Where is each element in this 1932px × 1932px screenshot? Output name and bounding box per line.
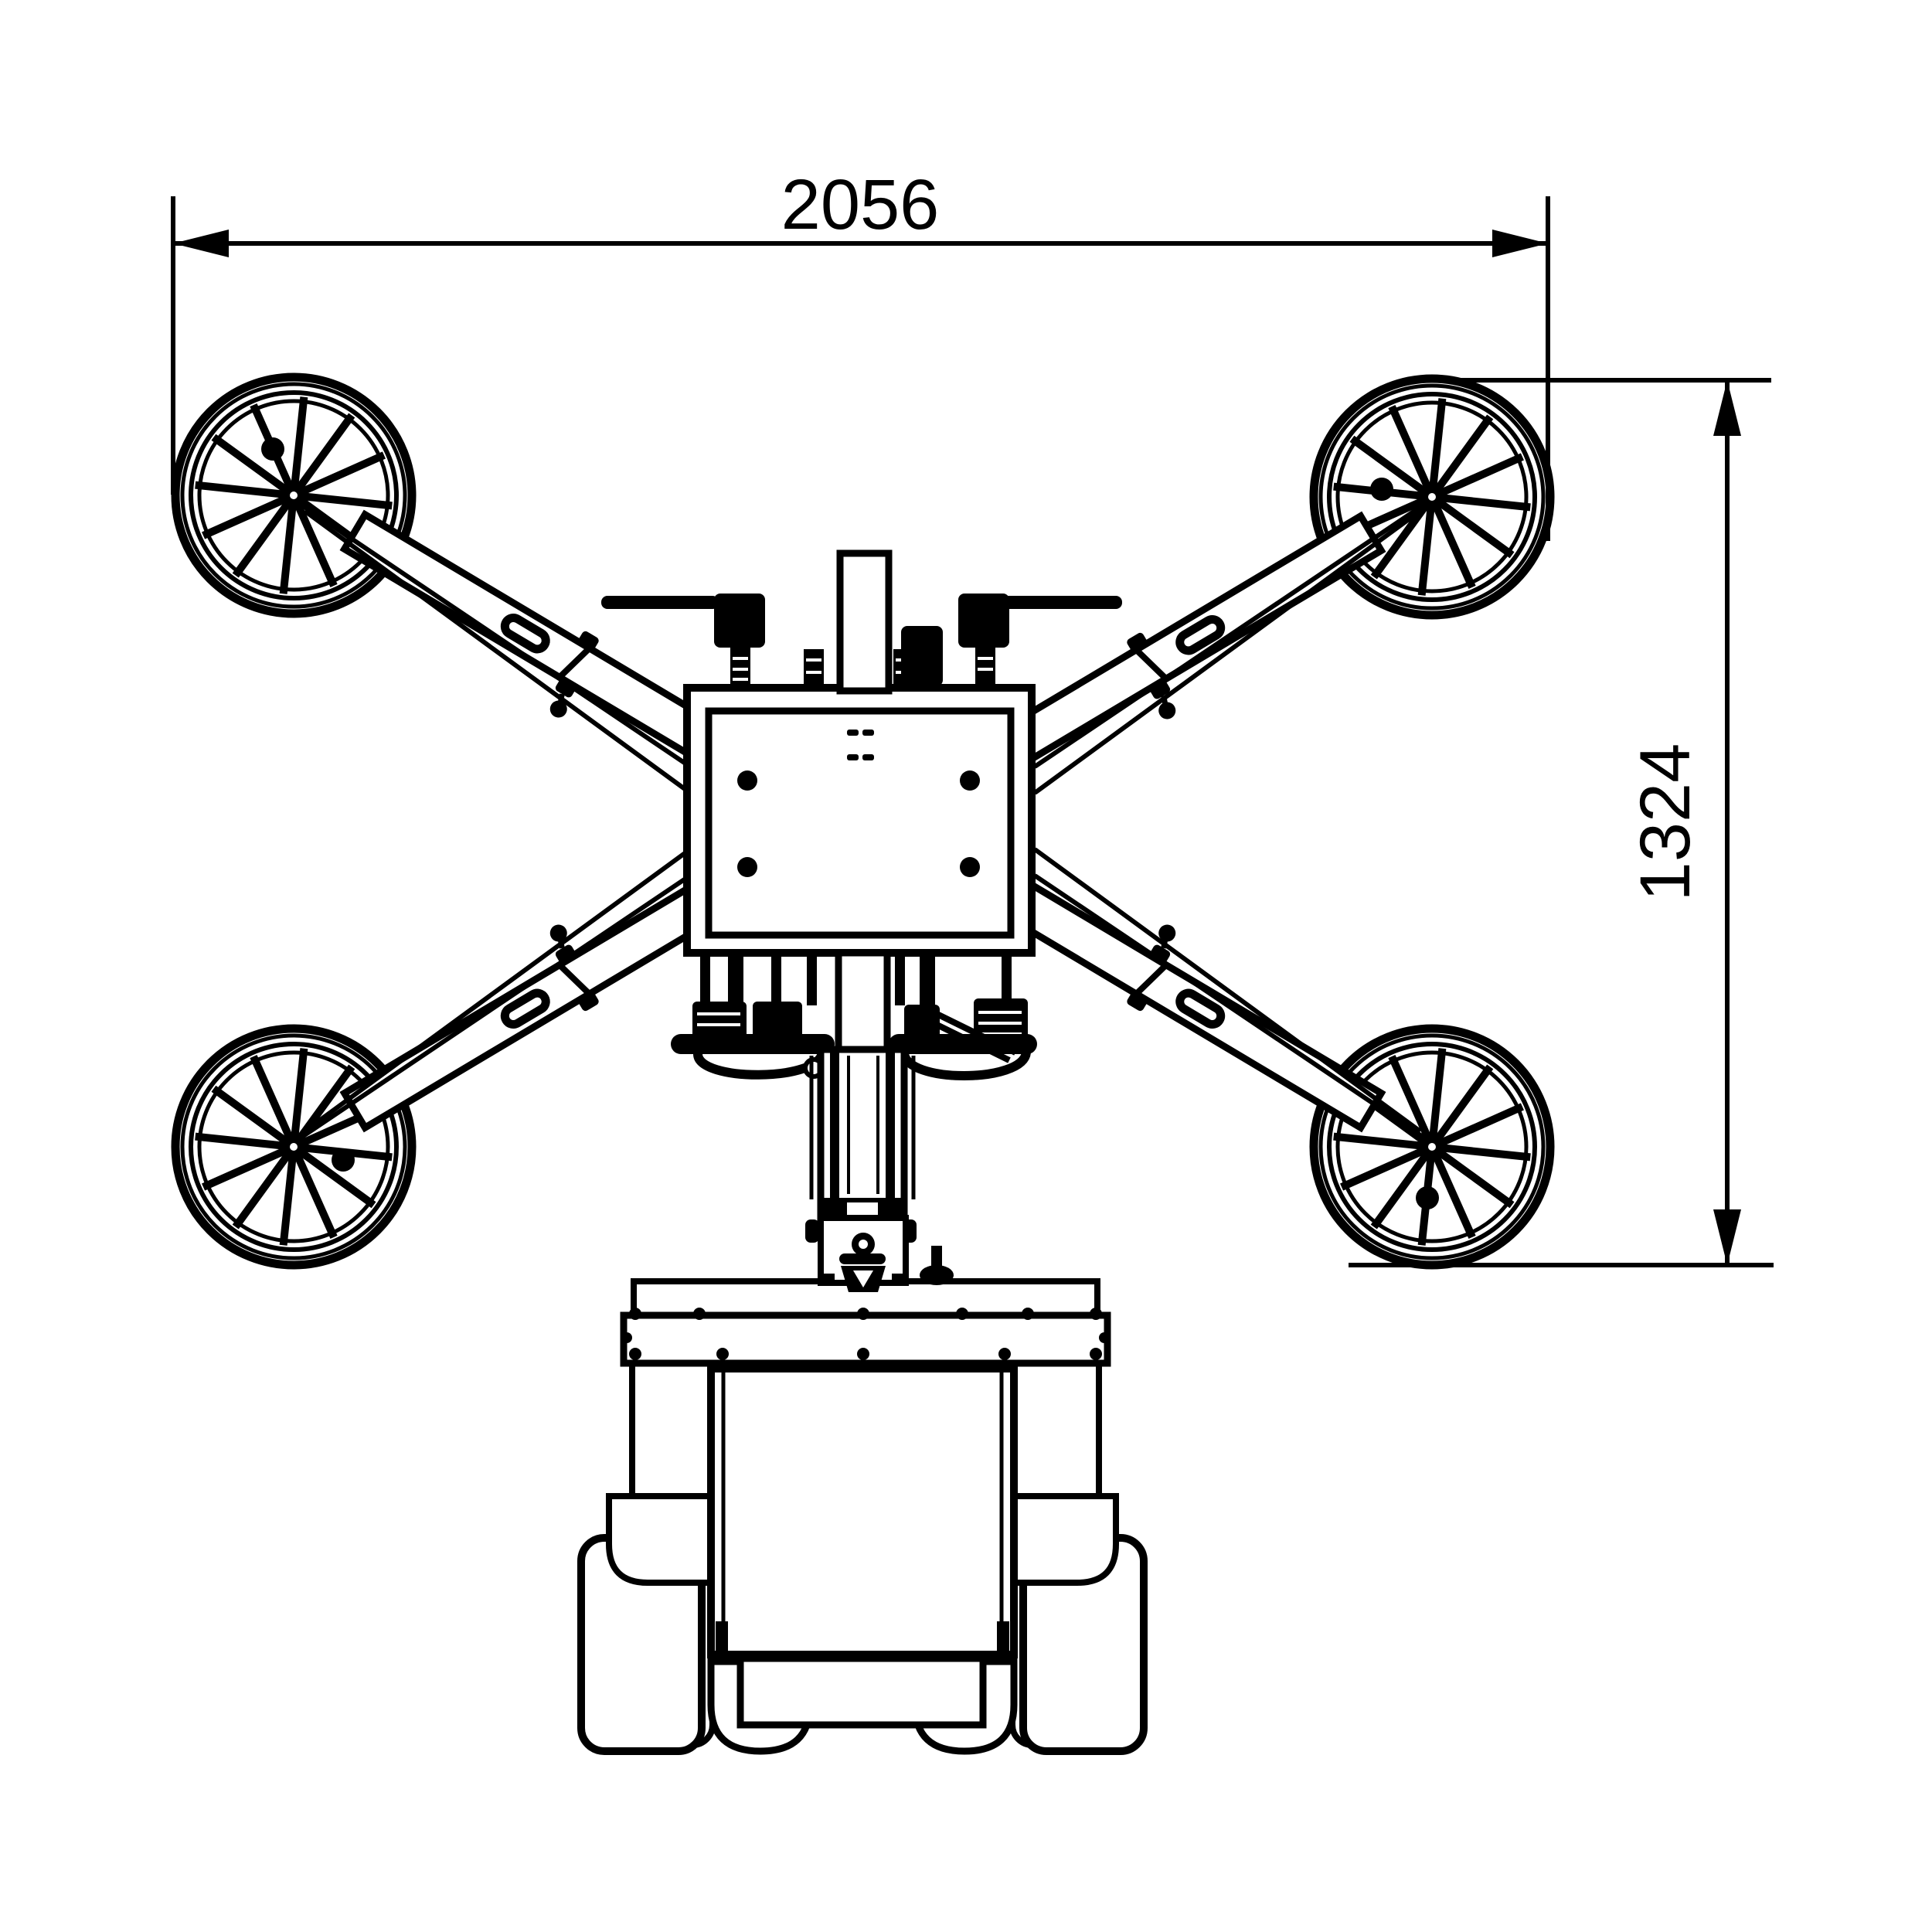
mounting-hole <box>960 770 980 791</box>
dimension-height: 1324 <box>1349 378 1774 1267</box>
hose-bar-left <box>601 596 719 609</box>
manifold-bar-left <box>671 1034 835 1054</box>
dimension-width: 2056 <box>171 165 1550 541</box>
hose-bar-right <box>958 596 1122 609</box>
mast-top <box>836 549 893 695</box>
mounting-hole <box>737 770 757 791</box>
suction-cup-bottom-right <box>1314 1029 1550 1265</box>
vacuum-box-panel <box>705 707 1015 939</box>
battery-box <box>707 1365 1018 1658</box>
suction-cups <box>175 377 1550 1265</box>
valve-block <box>901 626 943 686</box>
vacuum-box <box>683 684 1036 957</box>
arrowhead-left-icon <box>173 230 229 257</box>
cart-base <box>577 1215 1148 1755</box>
mounting-hole <box>960 857 980 877</box>
suction-cup-top-left <box>175 377 412 614</box>
plate-bolts <box>621 1308 1110 1360</box>
manifold-bar-right <box>889 1034 1037 1054</box>
cup-fitting-dot-bottom-right <box>1416 1186 1439 1209</box>
arrowhead-down-icon <box>1713 1209 1741 1265</box>
vacuum-hoses <box>296 500 1429 1142</box>
cup-fitting-dot-top-left <box>261 437 284 461</box>
width-dimension-label: 2056 <box>781 165 940 244</box>
clevis-joint <box>818 1215 909 1292</box>
mounting-hole <box>737 857 757 877</box>
top-hose-fittings <box>601 594 1122 688</box>
hose-loop-right <box>900 1051 1031 1080</box>
valve-block <box>714 594 765 648</box>
locking-pin <box>920 1246 954 1285</box>
arrowhead-right-icon <box>1492 230 1548 257</box>
height-dimension-label: 1324 <box>1626 743 1705 902</box>
lift-mast <box>805 949 917 1243</box>
skid-plate <box>736 1655 987 1729</box>
vacuum-manifolds <box>671 953 1037 1080</box>
arrowhead-up-icon <box>1713 380 1741 436</box>
cup-fitting-dot-bottom-left <box>332 1148 355 1172</box>
suction-cup-top-right <box>1314 379 1550 615</box>
suction-cup-bottom-left <box>175 1029 412 1265</box>
cup-fitting-dot-top-right <box>1370 478 1393 501</box>
